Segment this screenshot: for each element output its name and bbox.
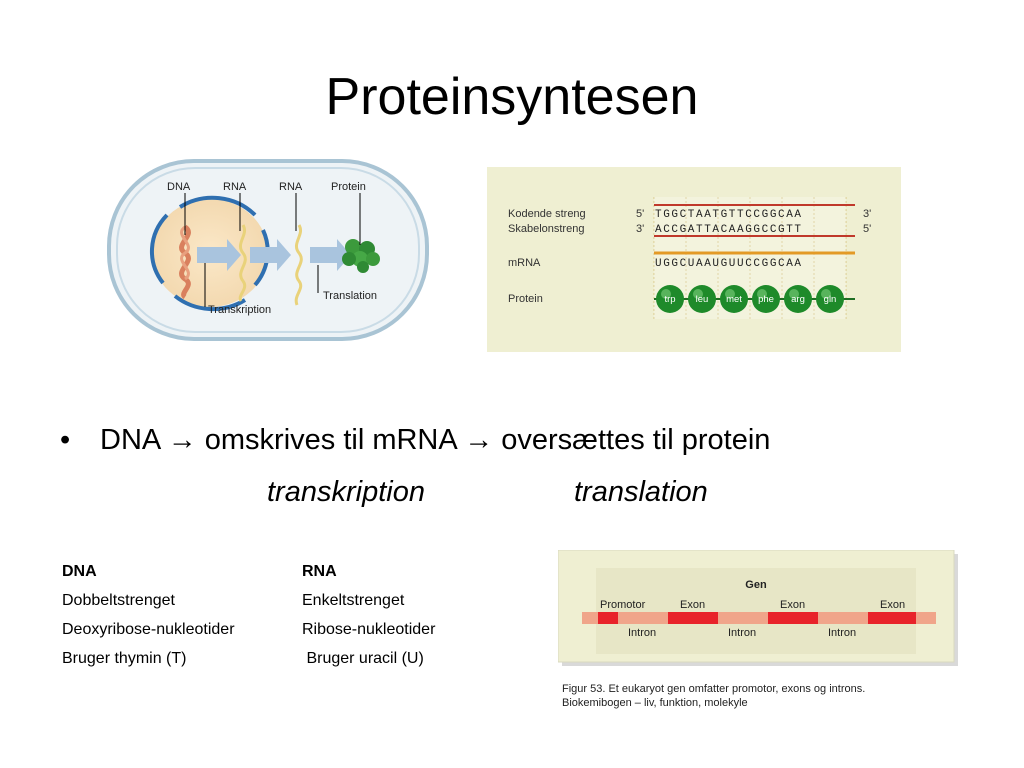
protein-label: Protein <box>331 181 366 193</box>
skabelonstreng-label: Skabelonstreng <box>508 223 584 235</box>
protein-row-label: Protein <box>508 293 543 305</box>
amino-acid-label: gln <box>824 294 837 305</box>
intron-label: Intron <box>628 627 656 639</box>
promotor-label: Promotor <box>600 599 646 611</box>
skabelon-right-end: 5' <box>863 223 871 235</box>
rna-row: Enkeltstrenget <box>302 592 405 609</box>
translation-arrow <box>310 239 351 271</box>
exon-label: Exon <box>680 599 705 611</box>
intron-label: Intron <box>728 627 756 639</box>
intron-label: Intron <box>828 627 856 639</box>
amino-acid-label: met <box>726 294 742 305</box>
bullet-part2: oversættes til protein <box>501 424 771 456</box>
exon-segment <box>668 612 718 624</box>
kodende-left-end: 5' <box>636 208 644 220</box>
bullet-part1: omskrives til mRNA <box>204 424 457 456</box>
arrow-icon: → <box>167 424 197 456</box>
sub-translation: translation <box>574 476 708 508</box>
rna-row: Bruger uracil (U) <box>302 650 424 667</box>
mrna-label: mRNA <box>508 257 541 269</box>
mrna-sequence: UGGCUAAUGUUCCGGCAA <box>655 258 803 270</box>
rna-row: Ribose-nukleotider <box>302 621 436 638</box>
kodende-streng-label: Kodende streng <box>508 208 586 220</box>
bullet-dna: DNA <box>100 424 160 456</box>
gene-figure: Gen Promotor Exon Exon Exon Intron Intro… <box>557 549 960 668</box>
amino-acid-label: phe <box>758 294 774 305</box>
dna-label: DNA <box>167 181 191 193</box>
amino-acid-label: trp <box>664 294 675 305</box>
transkription-label: Transkription <box>208 304 271 316</box>
skabelon-left-end: 3' <box>636 223 644 235</box>
transcription-arrow <box>197 239 241 271</box>
rna-label-1: RNA <box>223 181 247 193</box>
slide-title: Proteinsyntesen <box>325 68 699 126</box>
exon-label: Exon <box>880 599 905 611</box>
bullet-dot: • <box>60 424 71 456</box>
rna-header: RNA <box>302 563 337 580</box>
dna-header: DNA <box>62 563 97 580</box>
kodende-sequence: TGGCTAATGTTCCGGCAA <box>655 209 803 221</box>
rna-strand-cytoplasm <box>294 224 303 306</box>
arrow-icon: → <box>464 424 494 456</box>
translation-label: Translation <box>323 290 377 302</box>
dna-row: Dobbeltstrenget <box>62 592 175 609</box>
rna-label-2: RNA <box>279 181 303 193</box>
dna-row: Deoxyribose-nukleotider <box>62 621 235 638</box>
gene-title: Gen <box>745 579 767 591</box>
skabelon-sequence: ACCGATTACAAGGCCGTT <box>655 224 803 236</box>
rna-strand-nucleus <box>238 224 247 302</box>
sub-transkription: transkription <box>267 476 425 508</box>
protein-blob <box>342 239 380 273</box>
caption-line-1: Figur 53. Et eukaryot gen omfatter promo… <box>562 683 866 695</box>
figure-caption: Figur 53. Et eukaryot gen omfatter promo… <box>562 682 865 710</box>
exon-segment <box>868 612 916 624</box>
sequence-panel: Kodende streng Skabelonstreng mRNA Prote… <box>487 167 901 352</box>
exon-label: Exon <box>780 599 805 611</box>
amino-acid-label: leu <box>696 294 709 305</box>
exon-segment <box>768 612 818 624</box>
caption-line-2: Biokemibogen – liv, funktion, molekyle <box>562 697 748 709</box>
kodende-right-end: 3' <box>863 208 871 220</box>
dna-row: Bruger thymin (T) <box>62 650 187 667</box>
protein-synthesis-cell-diagram: DNA RNA RNA Protein Transkription Transl… <box>105 155 435 345</box>
amino-acid-label: arg <box>791 294 805 305</box>
